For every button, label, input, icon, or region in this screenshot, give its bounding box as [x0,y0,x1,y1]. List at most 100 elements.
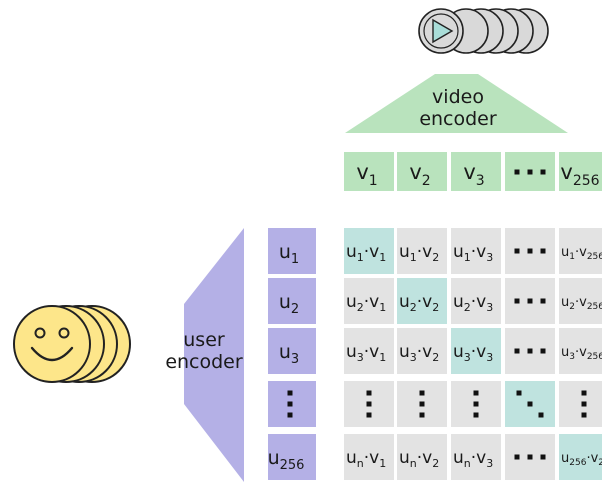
dot-product-label: u1·v3 [453,242,493,264]
user-vector-label: u256 [268,447,305,473]
ellipsis-dot [527,248,533,254]
matrix-cell [451,228,501,274]
dot-product-label: u1·v1 [346,242,386,264]
play-triangle-icon [432,18,454,44]
ellipsis-dot [540,298,546,304]
dot-product-label: u3·v256 [561,345,602,362]
ellipsis-dot [514,454,520,460]
dot-product-label: u1·v2 [399,242,439,264]
matrix-cell-diagonal [451,328,501,374]
user-encoder-label-line2: encoder [165,351,243,373]
matrix-cell [559,278,602,324]
dot-product-label: u2·v1 [346,292,386,314]
ellipsis-dot [540,248,546,254]
user-encoder-label-line1: user [183,329,225,351]
ellipsis-dot [514,298,520,304]
smiley-face-stack-icon [13,305,131,383]
ellipsis-dot [287,390,293,396]
ellipsis-dot [366,390,372,396]
user-vector-label: u2 [279,291,299,317]
ellipsis-dot [366,412,372,418]
user-vector-cell [268,228,316,274]
ellipsis-dot [540,348,546,354]
ellipsis-dot [514,248,520,254]
ellipsis-dot [366,401,372,407]
matrix-cell [344,434,394,480]
ellipsis-dot [473,412,479,418]
ellipsis-dot [538,412,544,418]
dot-product-label: u256·v256 [561,451,602,468]
ellipsis-dot [581,401,587,407]
similarity-matrix: u1·v1 u1·v2 u1·v3 u1·v256 u2·v1 u2·v2 u2·v3 u2·… [344,228,602,480]
film-frame-ring [423,13,459,49]
user-vector-cell [268,434,316,480]
ellipsis-dot [287,412,293,418]
matrix-cell [344,328,394,374]
video-vector-cell [397,152,447,191]
ellipsis-dot [527,348,533,354]
dot-product-label: u3·v2 [399,342,439,364]
dot-product-label: u2·v2 [399,292,439,314]
ellipsis-dot [287,401,293,407]
video-vector-cell [451,152,501,191]
matrix-cell [397,328,447,374]
matrix-cell [559,328,602,374]
video-encoder-block [345,74,568,133]
ellipsis-dot [540,169,546,175]
matrix-cell [559,381,602,427]
ellipsis-dot [473,401,479,407]
ellipsis-dot [581,390,587,396]
film-reel-play-icon [418,8,549,54]
matrix-cell [559,228,602,274]
matrix-cell-diagonal [397,278,447,324]
video-encoder-label-line2: encoder [419,108,497,130]
dot-product-label: un·v1 [346,448,386,470]
face-eye [58,327,70,339]
user-vector-label: u3 [279,341,299,367]
video-vector-cell [559,152,602,191]
video-encoder-label-line1: video [432,86,484,108]
dot-product-label: u3·v3 [453,342,493,364]
face-smile [30,346,74,362]
video-vector-label: v2 [409,160,430,189]
matrix-cell-diagonal [344,228,394,274]
video-vector-row: v1 v2 v3 v256 [344,152,602,191]
user-vector-column: u1 u2 u3 u256 [268,228,316,480]
matrix-cell [344,278,394,324]
user-vector-label: u1 [279,241,299,267]
ellipsis-dot [581,412,587,418]
video-vector-label: v256 [560,160,599,189]
dot-product-label: un·v2 [399,448,439,470]
ellipsis-dot [514,348,520,354]
ellipsis-dot [419,390,425,396]
dot-product-label: u1·v256 [561,245,602,262]
ellipsis-dot [419,401,425,407]
video-vector-label: v1 [356,160,377,189]
matrix-cell [451,278,501,324]
ellipsis-dot [516,390,522,396]
user-encoder-block [184,228,244,482]
face-eye [34,327,46,339]
ellipsis-dot [527,454,533,460]
matrix-cell [397,434,447,480]
user-vector-cell [268,278,316,324]
ellipsis-dot [527,169,533,175]
video-vector-cell [344,152,394,191]
video-vector-label: v3 [463,160,484,189]
matrix-cell [451,434,501,480]
ellipsis-dot [514,169,520,175]
dot-product-label: u3·v1 [346,342,386,364]
dot-product-label: u2·v256 [561,295,602,312]
ellipsis-dot [473,390,479,396]
dot-product-label: u2·v3 [453,292,493,314]
ellipsis-dot [540,454,546,460]
ellipsis-dot [419,412,425,418]
ellipsis-dot [527,298,533,304]
matrix-cell [397,228,447,274]
face-circle [13,305,91,383]
ellipsis-dot [527,401,533,407]
dot-product-label: un·v3 [453,448,493,470]
matrix-cell-diagonal [559,434,602,480]
user-vector-cell [268,328,316,374]
